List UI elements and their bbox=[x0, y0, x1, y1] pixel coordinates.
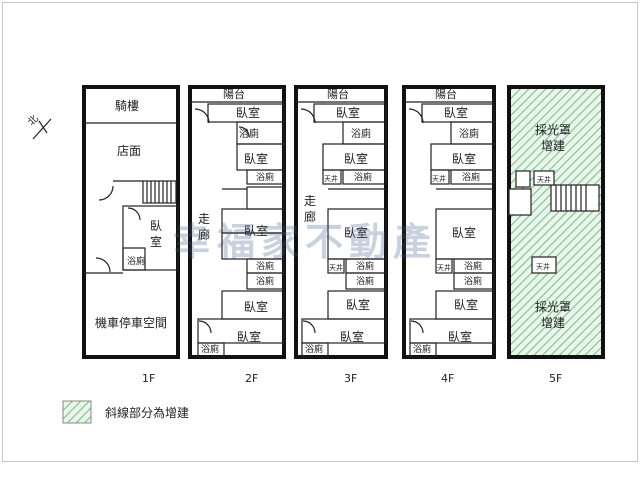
room-bedroom-3f-b: 臥室 bbox=[344, 151, 368, 166]
room-bedroom-2f-b: 臥室 bbox=[244, 151, 268, 166]
floor-label-5f: 5F bbox=[549, 372, 562, 385]
floor-plan-drawing: 北 騎樓 店面 臥 室 浴廁 機車停車空間 1F bbox=[25, 85, 605, 424]
floor-plan-frame: 北 騎樓 店面 臥 室 浴廁 機車停車空間 1F bbox=[2, 2, 638, 462]
floor-1f: 騎樓 店面 臥 室 浴廁 機車停車空間 1F bbox=[82, 85, 180, 385]
room-bath-1f: 浴廁 bbox=[127, 255, 145, 267]
room-bath-4f-a: 浴廁 bbox=[459, 127, 479, 140]
floor-4f: 陽台 臥室 浴廁 臥室 天井 浴廁 臥室 天井 浴廁 浴廁 臥室 臥室 浴廁 4… bbox=[402, 85, 496, 385]
floor-3f: 陽台 臥室 浴廁 臥室 天井 浴廁 走 廊 臥室 天井 浴廁 浴廁 臥室 臥室 … bbox=[294, 85, 388, 385]
room-parking: 機車停車空間 bbox=[95, 315, 167, 330]
room-bedroom-2f-d: 臥室 bbox=[244, 299, 268, 314]
room-bedroom-2f-e: 臥室 bbox=[237, 329, 261, 344]
room-balcony-4f: 陽台 bbox=[435, 87, 457, 101]
room-bedroom-4f-c: 臥室 bbox=[452, 225, 476, 240]
legend-hatch-swatch bbox=[62, 400, 92, 424]
addition-top-5f-a: 採光罩 bbox=[535, 123, 571, 137]
skylight-4f-b: 天井 bbox=[437, 263, 451, 272]
floor-2f: 陽台 臥室 浴廁 臥室 浴廁 走 廊 臥室 浴廁 浴廁 臥室 臥室 浴廁 2F bbox=[188, 85, 286, 385]
corridor-2f-a: 走 bbox=[198, 212, 210, 226]
room-bedroom-3f-c: 臥室 bbox=[344, 225, 368, 240]
room-bedroom-1f-b: 室 bbox=[150, 234, 162, 249]
north-arrow: 北 bbox=[25, 113, 52, 140]
watermark-text: 幸福家不動產 bbox=[173, 219, 437, 264]
skylight-4f-a: 天井 bbox=[432, 174, 446, 183]
skylight-3f-a: 天井 bbox=[324, 174, 338, 183]
room-bath-2f-a: 浴廁 bbox=[239, 127, 259, 140]
room-arcade: 騎樓 bbox=[115, 98, 139, 113]
room-bedroom-4f-a: 臥室 bbox=[444, 105, 468, 120]
stairs-1f bbox=[142, 180, 177, 204]
room-bath-4f-b: 浴廁 bbox=[462, 171, 480, 183]
skylight-5f-a: 天井 bbox=[537, 175, 551, 184]
room-bedroom-2f-a: 臥室 bbox=[236, 105, 260, 120]
floor-label-1f: 1F bbox=[142, 372, 155, 385]
room-balcony-2f: 陽台 bbox=[223, 87, 245, 101]
room-bedroom-4f-e: 臥室 bbox=[448, 329, 472, 344]
room-bedroom-4f-d: 臥室 bbox=[454, 297, 478, 312]
floor-label-4f: 4F bbox=[441, 372, 454, 385]
skylight-5f-b: 天井 bbox=[536, 262, 550, 271]
room-bath-4f-e: 浴廁 bbox=[413, 343, 431, 355]
addition-top-5f-b: 增建 bbox=[541, 139, 565, 153]
room-bath-4f-d: 浴廁 bbox=[464, 275, 482, 287]
corridor-2f-b: 廊 bbox=[198, 227, 210, 242]
skylight-3f-b: 天井 bbox=[329, 263, 343, 272]
room-bath-2f-b: 浴廁 bbox=[256, 171, 274, 183]
legend-text: 斜線部分為增建 bbox=[105, 405, 189, 420]
room-bath-3f-a: 浴廁 bbox=[351, 127, 371, 140]
room-bedroom-1f-a: 臥 bbox=[150, 219, 162, 233]
room-balcony-3f: 陽台 bbox=[327, 87, 349, 101]
floor-label-3f: 3F bbox=[344, 372, 357, 385]
room-bedroom-2f-c: 臥室 bbox=[244, 223, 268, 238]
addition-bottom-5f-b: 增建 bbox=[541, 316, 565, 330]
north-label: 北 bbox=[25, 113, 41, 129]
room-bath-2f-d: 浴廁 bbox=[256, 275, 274, 287]
room-bedroom-3f-a: 臥室 bbox=[336, 105, 360, 120]
room-shop: 店面 bbox=[117, 144, 141, 158]
addition-bottom-5f-a: 採光罩 bbox=[535, 300, 571, 314]
room-bedroom-4f-b: 臥室 bbox=[452, 151, 476, 166]
room-bedroom-3f-e: 臥室 bbox=[340, 329, 364, 344]
room-bedroom-3f-d: 臥室 bbox=[346, 297, 370, 312]
legend: 斜線部分為增建 bbox=[62, 400, 189, 424]
room-bath-4f-c: 浴廁 bbox=[464, 260, 482, 272]
room-bath-2f-c: 浴廁 bbox=[256, 260, 274, 272]
room-bath-3f-e: 浴廁 bbox=[305, 343, 323, 355]
floor-5f: 採光罩 增建 天井 天井 採光罩 增建 5F bbox=[507, 85, 605, 385]
room-bath-3f-b: 浴廁 bbox=[354, 171, 372, 183]
room-bath-3f-c: 浴廁 bbox=[356, 260, 374, 272]
floor-label-2f: 2F bbox=[245, 372, 258, 385]
room-bath-2f-e: 浴廁 bbox=[201, 343, 219, 355]
corridor-3f-a: 走 bbox=[304, 194, 316, 208]
corridor-3f-b: 廊 bbox=[304, 209, 316, 224]
room-bath-3f-d: 浴廁 bbox=[356, 275, 374, 287]
